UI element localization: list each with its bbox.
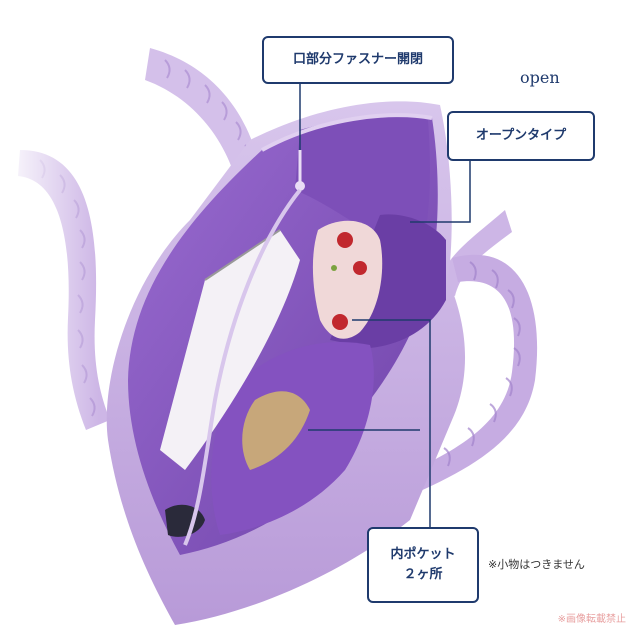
leader-lines: [299, 84, 471, 527]
zipper-pull: [295, 150, 305, 191]
inner-pocket-line2: ２ヶ所: [403, 567, 443, 582]
open-label: open: [520, 68, 560, 87]
open-type-callout: オープンタイプ: [447, 111, 595, 161]
inner-pocket-line1: 内ポケット: [390, 546, 456, 562]
towel: [312, 220, 383, 339]
zipper-callout-text: 口部分ファスナー開閉: [292, 51, 423, 67]
notebook: [160, 230, 300, 470]
zipper-callout: 口部分ファスナー開閉: [262, 36, 454, 84]
copyright-notice: ※画像転載禁止: [557, 614, 626, 625]
open-type-callout-text: オープンタイプ: [475, 127, 567, 143]
right-handle: [392, 210, 538, 500]
inner-pocket-callout: 内ポケット ２ヶ所: [367, 527, 479, 603]
accessories-note: ※小物はつきません: [488, 558, 585, 571]
